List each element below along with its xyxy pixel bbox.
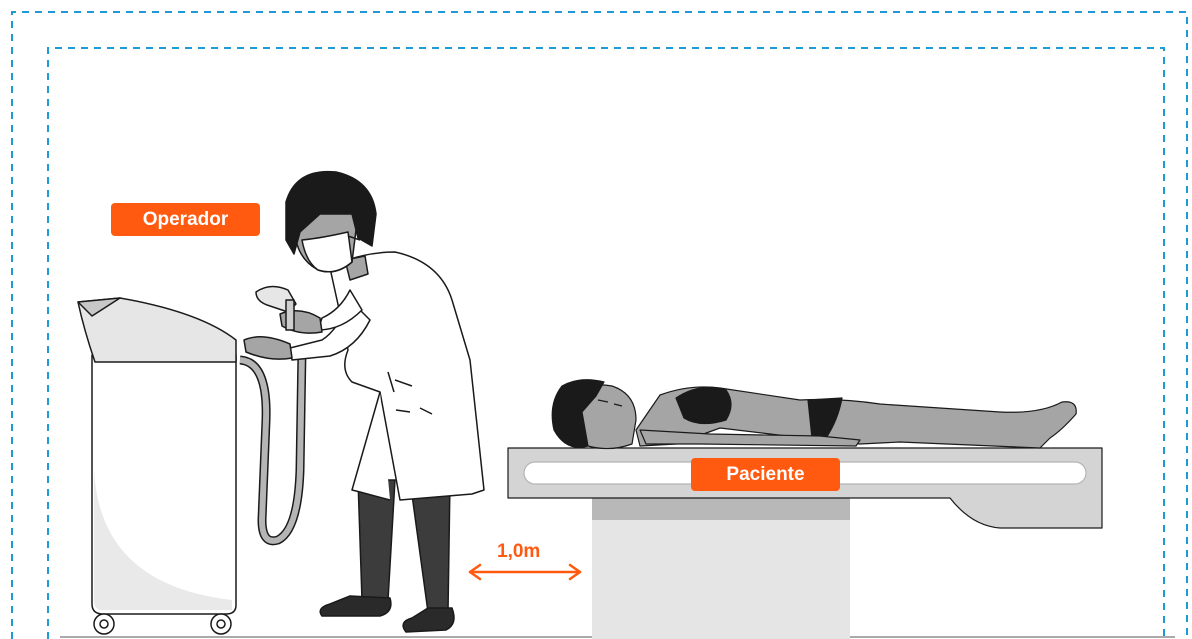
patient-label: Paciente [691, 458, 840, 491]
operator-label: Operador [111, 203, 260, 236]
distance-label: 1,0m [497, 541, 557, 565]
double-headed-arrow-icon [470, 565, 580, 579]
operator-figure [244, 172, 484, 632]
patient-figure [552, 380, 1076, 449]
